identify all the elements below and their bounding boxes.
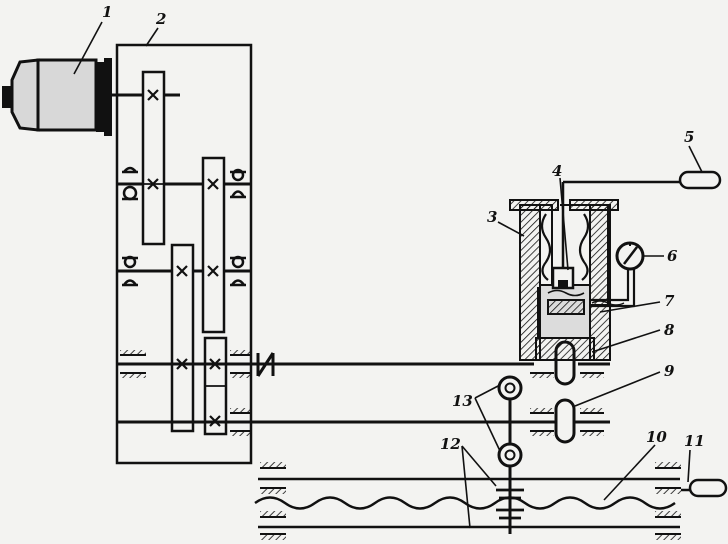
label-9: 9 xyxy=(664,362,675,380)
label-6: 6 xyxy=(667,247,678,265)
label-13: 13 xyxy=(452,392,473,410)
label-5: 5 xyxy=(684,128,694,146)
part-labels: 1 2 3 4 5 6 7 8 9 10 11 12 13 xyxy=(102,3,705,453)
label-11: 11 xyxy=(684,432,705,450)
label-7: 7 xyxy=(664,292,675,310)
gear-divisions xyxy=(143,183,226,387)
pressure-gauge-icon xyxy=(615,241,645,271)
label-4: 4 xyxy=(552,162,562,180)
label-8: 8 xyxy=(664,321,675,339)
indicator-pointer xyxy=(678,170,722,190)
lead-screw xyxy=(254,462,696,540)
label-12: 12 xyxy=(440,435,461,453)
gearbox-housing xyxy=(115,43,253,465)
label-3: 3 xyxy=(487,208,497,226)
label-1: 1 xyxy=(102,3,112,21)
label-10: 10 xyxy=(646,428,667,446)
leader-lines xyxy=(73,21,703,529)
hydraulic-cylinder xyxy=(509,180,696,361)
bearings xyxy=(122,166,246,287)
electric-motor xyxy=(2,58,180,136)
label-2: 2 xyxy=(155,10,166,28)
feed-handle xyxy=(688,478,728,498)
pulleys xyxy=(496,375,524,534)
shaft-supports xyxy=(120,350,604,436)
gearbox-gears xyxy=(141,70,228,436)
upper-output-shaft xyxy=(117,352,610,377)
